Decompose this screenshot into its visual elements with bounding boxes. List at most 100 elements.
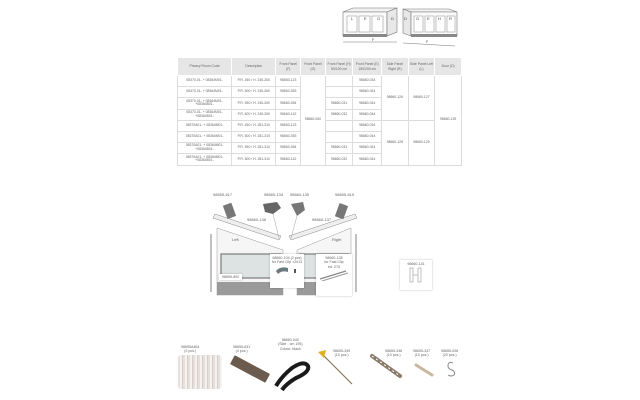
tent-peg-image bbox=[318, 350, 353, 385]
accessory-qty: (4 pcs.) bbox=[235, 349, 248, 354]
cell-g-merged: 98660-060 bbox=[300, 75, 326, 166]
fast-clip-icon bbox=[276, 267, 296, 274]
cell-e: 98660-034 bbox=[352, 74, 383, 88]
small-strap-image bbox=[414, 363, 434, 377]
part-label-98660-136: 98660-136 bbox=[247, 217, 267, 222]
dimension-f-left: F bbox=[372, 38, 375, 42]
inset-98660-104: 98660-104 (2 pcs) for Fast Clip >2013 bbox=[270, 254, 304, 288]
cell-e: 98660-044 bbox=[352, 97, 383, 110]
accessory-qty: (10 pcs.) bbox=[334, 353, 349, 358]
accessory-colour: Colour: black bbox=[279, 346, 301, 351]
cell-desc: P.R. 500 / H. 281-310 bbox=[231, 130, 277, 144]
cell-code: 08370-01- + 08364M01- +08364B01- bbox=[176, 97, 233, 110]
cell-door-merged: 98660-139 bbox=[434, 75, 462, 166]
part-label-98660-137: 98660-137 bbox=[312, 217, 332, 222]
cell-e: 98660-044 bbox=[352, 130, 383, 144]
header-front-panel-f: Front Panel (F) bbox=[275, 57, 302, 76]
accessory-code: 98655-631 bbox=[233, 345, 251, 349]
part-label-98655-617: 98655-617 bbox=[213, 192, 233, 197]
right-panel-label: Right bbox=[332, 237, 342, 242]
part-label-98660-134: 98660-134 bbox=[264, 192, 284, 197]
cell-side-right-top: 98660-126 bbox=[381, 75, 409, 121]
table-row: 08370A01- + 08364M01- P.R. 500 / H. 281-… bbox=[176, 130, 462, 144]
letter-g-right: G bbox=[416, 16, 420, 21]
pad-strip-image bbox=[229, 355, 271, 383]
header-privacy-room-code: Privacy Room Code bbox=[176, 57, 233, 76]
cell-code: 08370-01- + 08364M01- bbox=[176, 86, 233, 99]
accessory-label-98655-631: 98655-631 (4 pcs.) bbox=[233, 345, 250, 354]
inset-138-line1: 98660-138 bbox=[325, 256, 343, 260]
letter-d: D bbox=[391, 16, 394, 21]
cell-code: 08370A01- + 08364M01- +08364B01- bbox=[176, 153, 233, 166]
header-description: Description bbox=[231, 57, 277, 76]
inset-104-line2: for Fast Clip >2013 bbox=[271, 260, 303, 265]
part-label-98655-619: 98655-619 bbox=[335, 192, 355, 197]
cell-desc: P.R. 500 / H. 245-260 bbox=[231, 86, 277, 99]
cell-h bbox=[324, 74, 354, 88]
part-label-98655-892: 98655-892 bbox=[219, 274, 243, 281]
cell-side-left-top: 98660-127 bbox=[407, 75, 436, 121]
cell-f: 98660-054 bbox=[275, 142, 302, 155]
cell-side-left-bottom: 98660-129 bbox=[407, 119, 436, 166]
inset-138-line3: ed. 275 bbox=[328, 264, 340, 269]
inset-104-line1: 98660-104 (2 pcs) bbox=[272, 256, 302, 260]
cell-e: 98660-044 bbox=[352, 108, 383, 121]
cell-h: 98660-032 bbox=[324, 153, 354, 166]
accessory-label-98660-040: 98660-040 (Side - cm 195) Colour: black bbox=[278, 338, 303, 351]
privacy-room-left-view-diagram bbox=[339, 6, 401, 46]
cell-e: 98660-044 bbox=[352, 86, 383, 99]
cell-f: 98660-142 bbox=[275, 108, 302, 121]
accessory-qty: (2 pcs.) bbox=[184, 349, 197, 354]
accessory-code: 98655-347 bbox=[413, 349, 431, 353]
accessory-label-98655-349: 98655-349 (10 pcs.) bbox=[333, 349, 350, 358]
header-front-panel-e: Front Panel (E) 150/200 cm bbox=[352, 57, 383, 76]
table-row: 08370A01- + 08364M01- P.R. 450 / H. 281-… bbox=[176, 119, 462, 166]
header-front-panel-g: Front Panel (G) bbox=[300, 57, 326, 76]
accessory-qty: (Side - cm 195) bbox=[278, 342, 303, 347]
part-label-98660-135: 98660-135 bbox=[290, 192, 310, 197]
letter-l: L bbox=[351, 16, 354, 21]
accessory-code: 98655A464 bbox=[181, 345, 200, 349]
dimension-f-right: F bbox=[426, 40, 429, 44]
cell-code: 08370A01- + 08364M01- bbox=[176, 119, 233, 132]
cell-h: 98660-032 bbox=[324, 108, 354, 121]
inset-98660-138: 98660-138 for Fast Clip ed. 275 bbox=[316, 254, 352, 296]
inset-98660-141: 98660-141 bbox=[400, 260, 432, 290]
table-row: 08370-01- + 08364M01- P.R. 500 / H. 245-… bbox=[176, 86, 462, 99]
letter-e: E bbox=[364, 16, 367, 21]
table-row: 08370A01- + 08364M01- +08364B01- P.R. 55… bbox=[176, 142, 462, 155]
cell-f: 98660-053 bbox=[275, 86, 302, 99]
left-panel-label: Left bbox=[232, 237, 239, 242]
letter-e-right: E bbox=[427, 16, 430, 21]
rail-profile-icon bbox=[319, 270, 349, 282]
cell-h bbox=[324, 119, 354, 132]
cell-f: 98660-054 bbox=[275, 97, 302, 110]
table-row: 08370A01- + 08364M01- +08364B01- P.R. 60… bbox=[176, 153, 462, 166]
privacy-room-right-view-diagram bbox=[401, 6, 463, 48]
inset-138-line2: for Fast Clip bbox=[324, 260, 344, 265]
table-header-row: Privacy Room Code Description Front Pane… bbox=[176, 57, 462, 76]
cell-desc: P.R. 600 / H. 245-260 bbox=[231, 108, 277, 121]
cell-h bbox=[324, 86, 354, 99]
cell-h: 98660-031 bbox=[324, 142, 354, 155]
cell-code: 08370A01- + 08364M01- +08364B01- bbox=[176, 142, 233, 155]
cell-f: 98660-123 bbox=[275, 119, 302, 132]
cell-desc: P.R. 450 / H. 245-260 bbox=[231, 74, 277, 88]
letter-r-right: R bbox=[449, 16, 452, 21]
cell-f: 98660-053 bbox=[275, 130, 302, 144]
letter-d-right: D bbox=[404, 16, 407, 21]
cell-h bbox=[324, 130, 354, 144]
cell-e: 98660-034 bbox=[352, 119, 383, 132]
header-side-panel-left: Side Panel Left (L) bbox=[407, 57, 436, 76]
letter-h-right: H bbox=[438, 16, 441, 21]
cell-f: 98660-123 bbox=[275, 74, 302, 88]
header-front-panel-h: Front Panel (H) 50/100 cm bbox=[324, 57, 354, 76]
accessory-code: 98660-040 bbox=[281, 338, 299, 342]
accessory-qty: (10 pcs.) bbox=[414, 353, 429, 358]
header-door: Door (D) bbox=[434, 57, 462, 76]
fabric-strip-image bbox=[178, 355, 222, 389]
peg-strap-image bbox=[370, 354, 402, 378]
accessory-label-98655a464: 98655A464 (2 pcs.) bbox=[181, 345, 199, 354]
accessory-label-98655-346: 98655-346 (10 pcs.) bbox=[385, 349, 402, 358]
accessory-label-98655-347: 98655-347 (10 pcs.) bbox=[413, 349, 430, 358]
